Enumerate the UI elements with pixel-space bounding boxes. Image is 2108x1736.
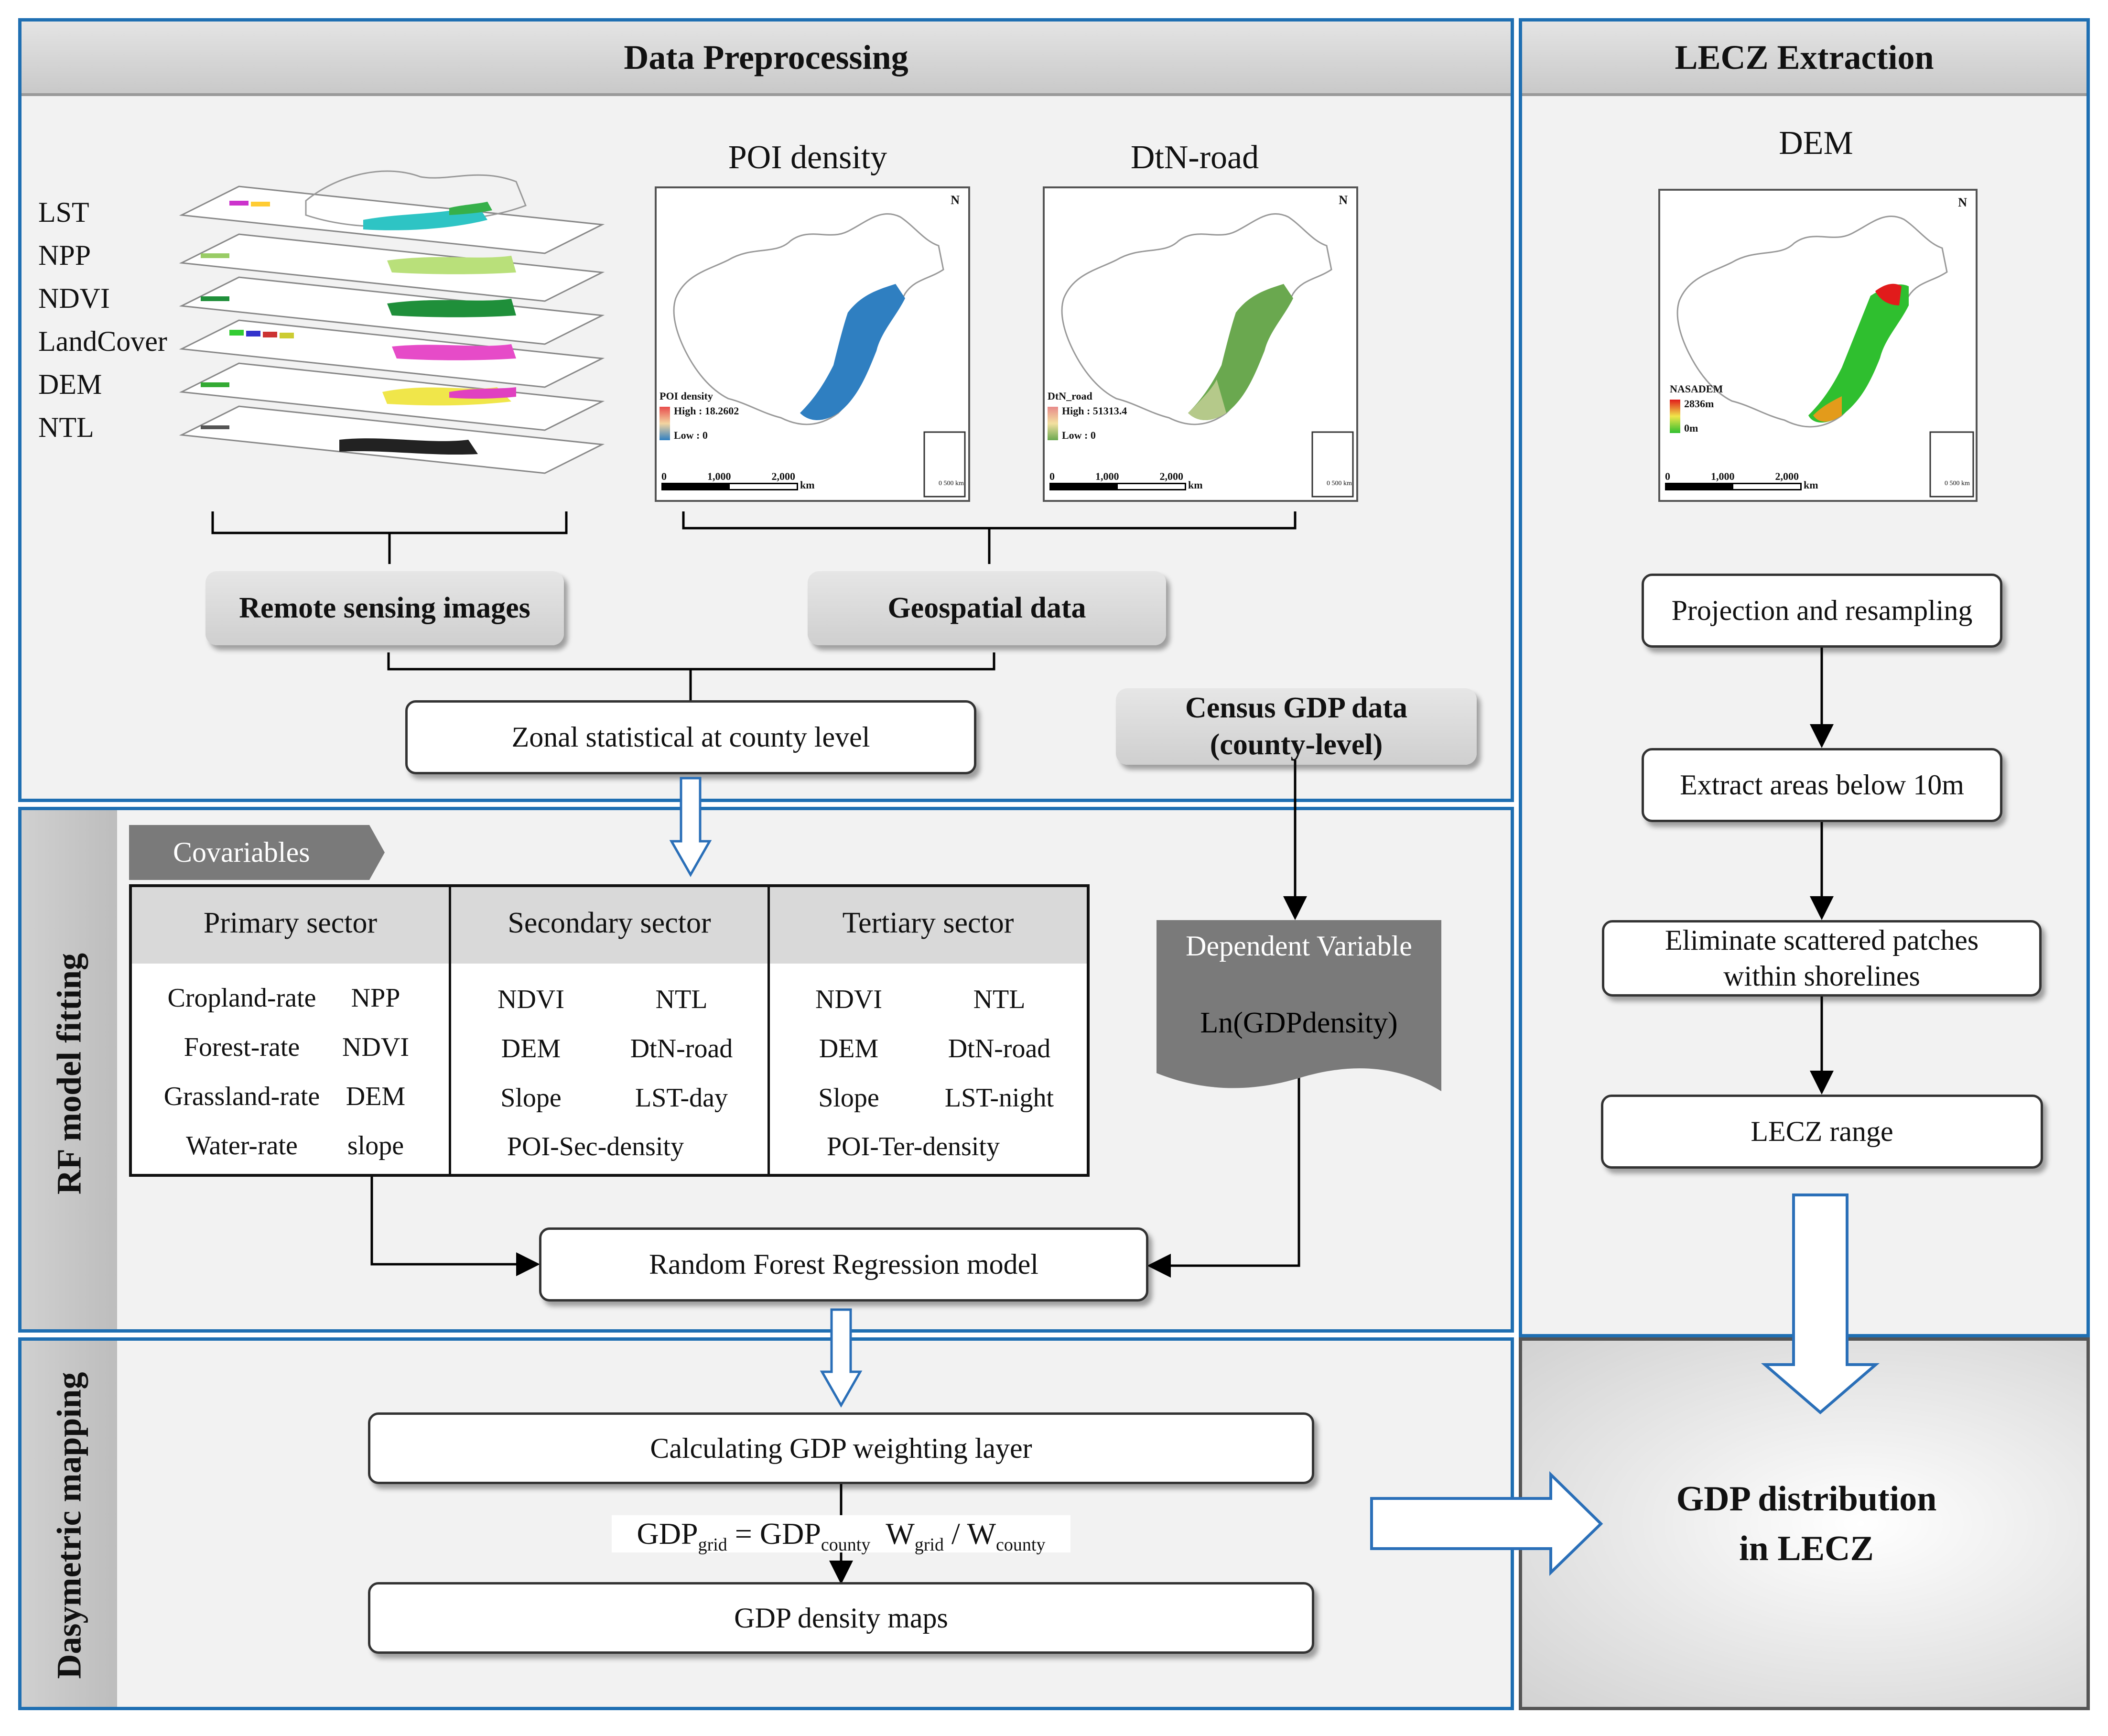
gdp-formula: GDPgrid = GDPcounty Wgrid / Wcounty — [612, 1515, 1070, 1555]
table-header-row — [132, 887, 1087, 964]
gdp-density-maps-box: GDP density maps — [368, 1582, 1314, 1654]
tertiary-var: NTL — [973, 985, 1026, 1014]
dependent-variable-shape — [1157, 920, 1441, 1091]
hollow-arrow-rf-to-dasy — [820, 1308, 863, 1408]
tertiary-var: NDVI — [815, 985, 882, 1014]
brace-geospatial — [682, 511, 1297, 564]
primary-var: Grassland-rate — [163, 1082, 320, 1111]
brace-to-zonal — [387, 652, 995, 700]
road-north-arrow: N — [1339, 193, 1348, 207]
road-legend-ramp — [1048, 406, 1058, 440]
poi-china-outline — [673, 213, 966, 498]
secondary-var: NDVI — [497, 985, 564, 1014]
covariables-table: Primary sector Secondary sector Tertiary… — [129, 884, 1090, 1177]
header-secondary-sector: Secondary sector — [508, 907, 711, 939]
dependent-variable-value: Ln(GDPdensity) — [1200, 1007, 1398, 1039]
tertiary-var: DtN-road — [948, 1034, 1051, 1063]
dem-inset-scale: 0 500 km — [1945, 480, 1970, 487]
dependent-variable-title: Dependent Variable — [1186, 930, 1412, 962]
remote-sensing-images-box: Remote sensing images — [205, 571, 564, 645]
dem-north-arrow: N — [1958, 195, 1967, 209]
covariables-tag: Covariables — [129, 825, 385, 880]
poi-map-title: POI density — [728, 139, 887, 176]
primary-var: NPP — [351, 983, 400, 1013]
column-divider — [768, 887, 770, 1174]
road-inset-scale: 0 500 km — [1327, 480, 1352, 487]
tertiary-var: POI-Ter-density — [827, 1132, 1000, 1161]
primary-var: DEM — [346, 1082, 406, 1111]
remote-sensing-layer-stack — [179, 170, 605, 474]
poi-legend-ramp — [659, 406, 670, 440]
layer-landcover — [179, 319, 605, 388]
layer-lst — [179, 170, 605, 254]
lecz-range-box: LECZ range — [1601, 1095, 2043, 1169]
gdp-distribution-label: GDP distribution in LECZ — [1676, 1479, 1937, 1568]
layer-ndvi — [179, 276, 605, 345]
tertiary-var: Slope — [818, 1083, 879, 1113]
census-gdp-box: Census GDP data (county-level) — [1116, 688, 1477, 765]
lecz-extraction-header: LECZ Extraction — [1522, 22, 2086, 96]
tertiary-var: DEM — [819, 1034, 879, 1063]
brace-remote — [211, 511, 568, 564]
layer-ntl — [179, 405, 605, 474]
secondary-var: LST-day — [635, 1083, 728, 1113]
secondary-var: DEM — [501, 1034, 561, 1063]
poi-inset-scale: 0 500 km — [939, 480, 964, 487]
column-divider — [449, 887, 451, 1174]
random-forest-box: Random Forest Regression model — [539, 1227, 1148, 1302]
hollow-arrow-lecz-down — [1761, 1194, 1880, 1414]
hollow-arrow-to-gdp-dist — [1370, 1471, 1603, 1576]
primary-var: Water-rate — [186, 1131, 298, 1161]
secondary-var: Slope — [500, 1083, 562, 1113]
rf-side-label: RF model fitting — [22, 810, 117, 1329]
secondary-var: DtN-road — [630, 1034, 733, 1063]
dasymetric-side-label: Dasymetric mapping — [22, 1341, 117, 1707]
data-preprocessing-header: Data Preprocessing — [22, 22, 1511, 96]
layer-dem — [179, 362, 605, 431]
gdp-weighting-box: Calculating GDP weighting layer — [368, 1412, 1314, 1484]
layer-label-lst: LST — [38, 196, 89, 228]
layer-npp — [179, 233, 605, 302]
zonal-statistics-box: Zonal statistical at county level — [405, 700, 976, 774]
secondary-var: POI-Sec-density — [507, 1132, 684, 1161]
primary-var: Cropland-rate — [167, 983, 316, 1013]
header-primary-sector: Primary sector — [203, 907, 378, 939]
hollow-arrow-zonal-to-rf — [669, 777, 712, 878]
poi-north-arrow: N — [951, 193, 960, 207]
layer-label-npp: NPP — [38, 239, 91, 271]
secondary-var: NTL — [655, 985, 708, 1014]
extract-areas-box: Extract areas below 10m — [1642, 748, 2002, 822]
primary-var: slope — [347, 1131, 404, 1161]
dem-map-title: DEM — [1779, 125, 1853, 162]
header-tertiary-sector: Tertiary sector — [842, 907, 1014, 939]
road-map-title: DtN-road — [1130, 139, 1259, 176]
tertiary-var: LST-night — [944, 1083, 1054, 1113]
geospatial-data-box: Geospatial data — [808, 571, 1166, 645]
eliminate-patches-box: Eliminate scattered patches within shore… — [1602, 920, 2042, 997]
primary-var: Forest-rate — [184, 1032, 300, 1062]
dem-china-outline — [1676, 215, 1974, 498]
layer-label-landcover: LandCover — [38, 326, 167, 357]
dem-legend-ramp — [1670, 399, 1680, 433]
road-china-outline — [1061, 213, 1354, 498]
projection-resampling-box: Projection and resampling — [1642, 574, 2002, 648]
layer-label-ntl: NTL — [38, 412, 94, 443]
primary-var: NDVI — [342, 1032, 409, 1062]
layer-label-dem: DEM — [38, 369, 102, 400]
layer-label-ndvi: NDVI — [38, 282, 110, 314]
